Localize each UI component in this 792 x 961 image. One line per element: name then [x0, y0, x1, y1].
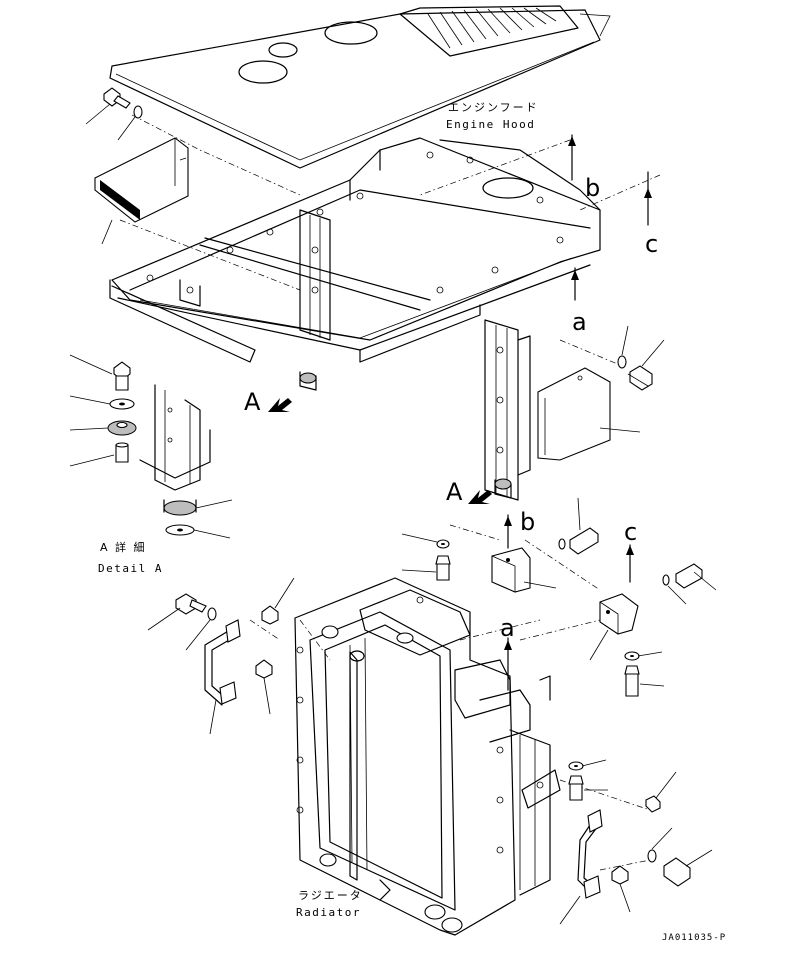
marker-b-upper: b [585, 174, 600, 202]
marker-b-lower: b [520, 508, 535, 536]
radiator-support-frame [109, 137, 601, 501]
view-a-label: A [446, 478, 463, 506]
marker-a-upper: a [572, 308, 587, 336]
marker-c-upper: c [645, 230, 658, 258]
detail-a-label-jp: A 詳 細 [100, 540, 147, 554]
mount-bracket-b [401, 497, 599, 593]
alignment-arrows-upper [568, 134, 652, 301]
assembly-center-lines [119, 114, 661, 871]
detail-a-mount [69, 354, 233, 539]
left-stay-rod [147, 577, 295, 735]
engine-hood-label-jp: エンジンフード [448, 101, 539, 114]
engine-hood-panel [109, 5, 611, 169]
engine-hood-label-en: Engine Hood [446, 118, 535, 131]
marker-c-lower: c [624, 518, 637, 546]
right-lower-fasteners [559, 759, 713, 925]
view-a-indicator-upper: A [244, 388, 292, 416]
view-a-label: A [244, 388, 261, 416]
marker-a-lower: a [500, 614, 515, 642]
frame-side-cover [537, 325, 665, 461]
radiator-assembly [294, 577, 561, 936]
engine-hood-side-cover [94, 137, 189, 245]
drawing-code: JA011035-P [662, 933, 726, 943]
detail-a-label-en: Detail A [98, 562, 163, 575]
hood-mount-bolt [85, 87, 143, 141]
radiator-label-en: Radiator [296, 906, 361, 919]
mount-bracket-c [589, 544, 717, 697]
radiator-label-jp: ラジエータ [298, 889, 363, 902]
view-a-indicator-lower: A [446, 478, 492, 506]
